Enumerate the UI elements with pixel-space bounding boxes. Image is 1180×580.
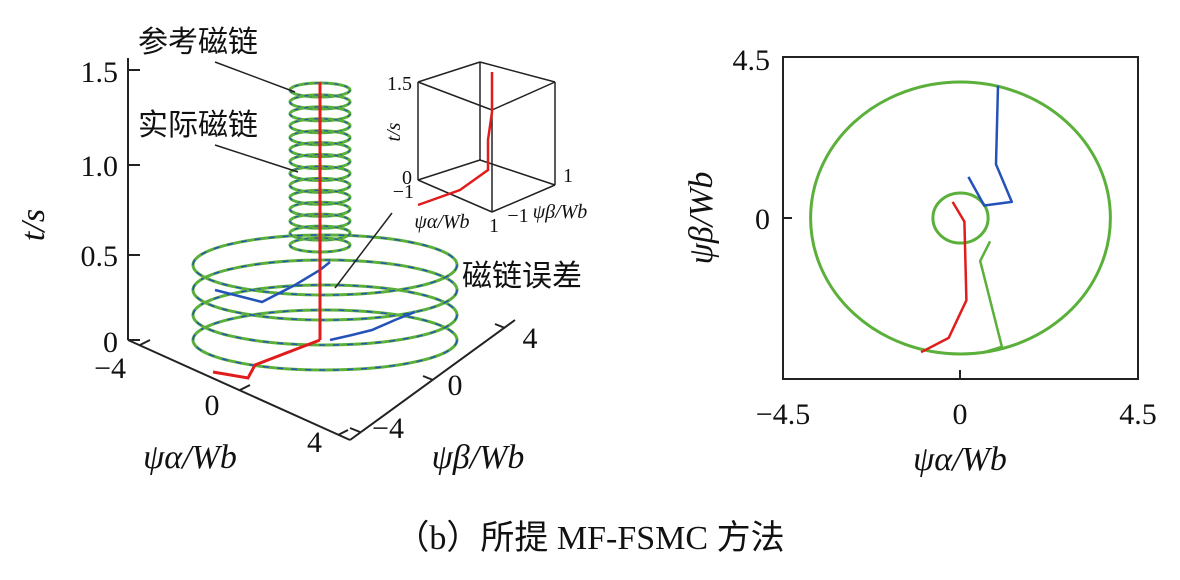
annotation-actual-flux: 实际磁链 (138, 108, 258, 143)
x-axis-label: ψα/Wb (143, 439, 237, 476)
series-inner-circle (931, 191, 990, 245)
z-axis-label: t/s (15, 209, 52, 241)
series-blue-trajectory (967, 85, 1014, 207)
outer-ring-blue (192, 309, 458, 371)
x-tick-label: 4.5 (1119, 398, 1157, 431)
inset-x-tick-label: −1 (393, 181, 414, 203)
inset-z-axis-label: t/s (383, 122, 405, 141)
x-axis-label: ψα/Wb (913, 441, 1007, 478)
x-tick-label: −4.5 (756, 398, 810, 431)
inset-z-tick-label: 1.5 (387, 73, 412, 95)
inset-edge (491, 184, 556, 213)
y-tick-mark (422, 375, 434, 381)
inset-y-tick-label: 1 (563, 165, 573, 187)
y-axis-label: ψβ/Wb (432, 439, 525, 476)
x-axis-line (127, 339, 351, 441)
series-green-transition (978, 240, 1004, 354)
y-axis-label: ψβ/Wb (683, 172, 720, 265)
inset-x-tick-label: 1 (489, 215, 499, 237)
y-tick-label: 4.5 (733, 44, 771, 77)
inset-edge (491, 81, 556, 111)
y-tick-mark (494, 323, 506, 329)
inset-plot (417, 61, 556, 213)
inset-edge (417, 179, 493, 213)
plot-3d: 0 0.5 1.0 1.5 t/s −4 0 4 ψα/Wb −4 0 4 ψβ… (15, 25, 587, 476)
blue-transition-line (329, 310, 416, 342)
inset-x-axis-label: ψα/Wb (414, 211, 469, 233)
x-tick-label: 0 (205, 389, 220, 422)
y-tick-mark (349, 427, 361, 433)
x-tick-mark (139, 339, 151, 346)
x-tick-label: −4 (94, 352, 126, 385)
plot-frame (782, 56, 1139, 380)
y-tick-label: 0 (755, 203, 770, 236)
plot-2d: −4.5 0 4.5 0 4.5 ψα/Wb ψβ/Wb (683, 44, 1157, 478)
blue-transition-line (214, 261, 331, 304)
annotation-pointer (334, 212, 393, 289)
x-tick-label: 4 (307, 426, 322, 459)
inset-edge (479, 61, 556, 83)
red-error-line (212, 338, 321, 380)
series-red-trajectory (920, 201, 968, 354)
annotation-pointer (214, 61, 296, 93)
outer-ring-blue (192, 234, 458, 296)
x-tick-mark (239, 384, 251, 391)
z-tick-label: 1.0 (81, 150, 119, 183)
inset-edge (479, 159, 556, 186)
x-tick-label: 0 (953, 398, 968, 431)
inset-red-line (417, 72, 494, 207)
inset-edge (417, 81, 493, 111)
inset-y-tick-label: −1 (507, 205, 528, 227)
outer-ring-blue (192, 259, 458, 321)
x-tick-mark (337, 429, 349, 436)
y-tick-label: 4 (523, 322, 538, 355)
figure-caption: （b）所提 MF-FSMC 方法 (395, 520, 785, 557)
annotation-pointer (214, 144, 299, 173)
series-outer-circle (809, 80, 1112, 356)
series-group (809, 80, 1112, 356)
z-tick-label: 0.5 (81, 240, 119, 273)
annotation-flux-error: 磁链误差 (462, 259, 582, 294)
inset-z-tick-label: 0 (402, 167, 412, 189)
z-tick-label: 1.5 (81, 56, 119, 89)
annotation-reference-flux: 参考磁链 (138, 25, 258, 60)
outer-rings (191, 233, 459, 372)
inset-y-axis-label: ψβ/Wb (533, 201, 588, 223)
inset-edge (417, 159, 481, 181)
outer-ring-blue (192, 284, 458, 346)
y-tick-label: −4 (372, 412, 404, 445)
inset-edge (417, 61, 481, 83)
y-tick-label: 0 (448, 369, 463, 402)
z-tick-label: 0 (103, 326, 118, 359)
